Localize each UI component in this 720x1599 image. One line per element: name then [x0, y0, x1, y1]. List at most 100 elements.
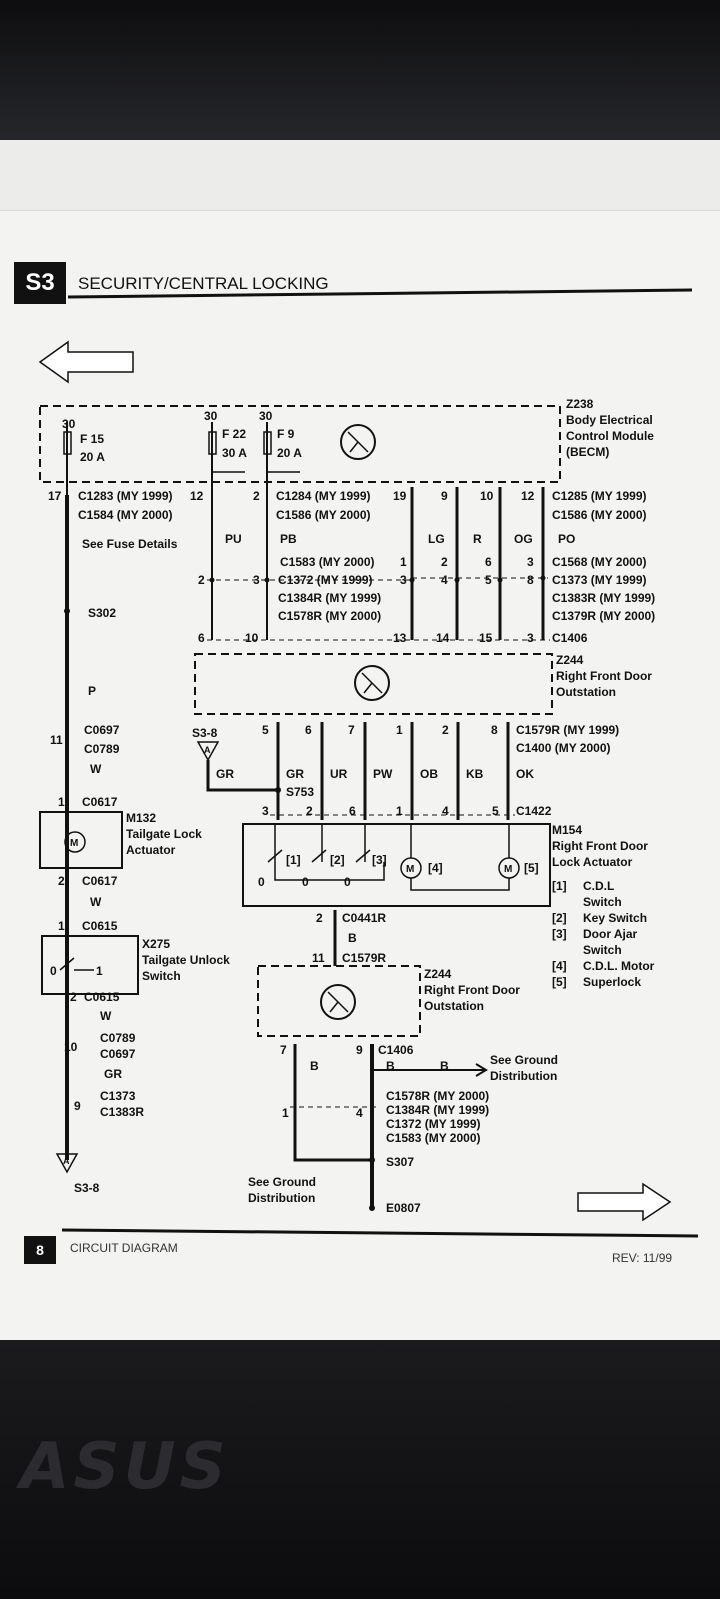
- legend-4-tag: [4]: [552, 959, 567, 973]
- x275-conn-bot: C0615: [84, 990, 120, 1004]
- c1422-pin-5: 5: [492, 804, 499, 818]
- c1579-wire-ob: OB: [420, 767, 438, 781]
- ground-see-2: Distribution: [490, 1069, 557, 1083]
- c1422-pin-3: 3: [262, 804, 269, 818]
- fuse-f15-rating: 20 A: [80, 450, 105, 464]
- m154-switch-pos-3: 0: [344, 875, 351, 889]
- z244-bottom-name1: Right Front Door: [424, 983, 520, 997]
- ground-see-1: See Ground: [490, 1053, 558, 1067]
- c1579-pin-7: 7: [348, 723, 355, 737]
- fuse-f15-name: F 15: [80, 432, 104, 446]
- c1579-wire-ok: OK: [516, 767, 534, 781]
- c0697-label: C0697: [84, 723, 120, 737]
- c0789-label: C0789: [84, 742, 120, 756]
- m154-tag-5: [5]: [524, 861, 539, 875]
- z244-top-name2: Outstation: [556, 685, 616, 699]
- s3-8-top-wire: GR: [216, 767, 234, 781]
- c1285-pin-a: 12: [521, 489, 535, 503]
- monitor-bezel-bottom: [0, 1340, 720, 1599]
- footer-rule: [61, 1228, 699, 1238]
- section-title: SECURITY/CENTRAL LOCKING: [78, 274, 329, 293]
- ground-conn-1: C1578R (MY 2000): [386, 1089, 489, 1103]
- ground-pin-a: 1: [282, 1106, 289, 1120]
- page-number: 8: [24, 1236, 56, 1264]
- c1284-label: C1284 (MY 1999): [276, 489, 371, 503]
- monitor-screen: [0, 140, 720, 1340]
- ground-wire-left: B: [310, 1059, 319, 1073]
- inline-right-c1379r: C1379R (MY 2000): [552, 609, 655, 623]
- c1579-wire-pw: PW: [373, 767, 393, 781]
- pin-10-top: 10: [480, 489, 494, 503]
- becm-transistor-icon: [340, 424, 376, 460]
- c0697-bot-label: C0697: [100, 1047, 136, 1061]
- x275-pos1: 1: [96, 964, 103, 978]
- legend-1-tag: [1]: [552, 879, 567, 893]
- m154-motor-4-label: M: [406, 864, 414, 875]
- fuse-f22-pin: 30: [204, 409, 218, 423]
- m132-id: M132: [126, 811, 156, 825]
- wire-po: PO: [558, 532, 575, 546]
- wire-r: R: [473, 532, 482, 546]
- becm-name-line2: Control Module: [566, 429, 654, 443]
- splice-s307-label: S307: [386, 1155, 414, 1169]
- m154-tag-1: [1]: [286, 853, 301, 867]
- m154-tag-2: [2]: [330, 853, 345, 867]
- c1285-label: C1285 (MY 1999): [552, 489, 647, 503]
- m132-motor-icon: [64, 831, 86, 853]
- s3-8-bottom-ref: S3-8: [74, 1181, 100, 1195]
- inline-pin-a: 2: [198, 573, 205, 587]
- wire-p-label: P: [88, 684, 96, 698]
- inline-pin-j: 8: [527, 573, 534, 587]
- next-page-arrow[interactable]: [577, 1182, 672, 1222]
- legend-3-text: Door Ajar: [583, 927, 638, 941]
- see-fuse-details: See Fuse Details: [82, 537, 178, 551]
- c1406-pin-3: 3: [527, 631, 534, 645]
- footer-label: CIRCUIT DIAGRAM: [70, 1241, 178, 1255]
- c0441r-wire: B: [348, 931, 357, 945]
- c1579-pin-6: 6: [305, 723, 312, 737]
- m132-conn-bot: C0617: [82, 874, 118, 888]
- pin-9-top: 9: [441, 489, 448, 503]
- c1579r-label: C1579R (MY 1999): [516, 723, 619, 737]
- x275-name2: Switch: [142, 969, 181, 983]
- c0441r-label: C0441R: [342, 911, 386, 925]
- ground-conn-2: C1384R (MY 1999): [386, 1103, 489, 1117]
- c1579-pin-2: 2: [442, 723, 449, 737]
- c1422-pin-1: 1: [396, 804, 403, 818]
- ground-pin-right: 9: [356, 1043, 363, 1057]
- previous-page-arrow[interactable]: [38, 340, 134, 384]
- c1406-pin-15: 15: [479, 631, 493, 645]
- becm-id: Z238: [566, 397, 594, 411]
- wire-lg: LG: [428, 532, 445, 546]
- c1284-pin-a: 2: [253, 489, 260, 503]
- inline-pin-e: 2: [441, 555, 448, 569]
- earth-e0807-label: E0807: [386, 1201, 421, 1215]
- z244-top-name1: Right Front Door: [556, 669, 652, 683]
- splice-s302-label: S302: [88, 606, 116, 620]
- inline-left-c1583: C1583 (MY 2000): [280, 555, 375, 569]
- legend-3-text2: Switch: [583, 943, 622, 957]
- m154-switch-pos-1: 0: [258, 875, 265, 889]
- fuse-f22-rating: 30 A: [222, 446, 247, 460]
- fuse-f9-pin: 30: [259, 409, 273, 423]
- s3-8-top-triangle: [196, 741, 220, 762]
- s3-8-top-letter: A: [204, 745, 211, 755]
- c1373-pin: 9: [74, 1099, 81, 1113]
- c1383r-bot-label: C1383R: [100, 1105, 144, 1119]
- wire-pu: PU: [225, 532, 242, 546]
- c0789-bot-label: C0789: [100, 1031, 136, 1045]
- inline-pin-i: 3: [527, 555, 534, 569]
- section-tag: S3: [14, 262, 66, 304]
- inline-pin-d: 3: [400, 573, 407, 587]
- splice-s753-dot: [275, 787, 281, 793]
- ground-c1406: C1406: [378, 1043, 414, 1057]
- c1422-pin-4: 4: [442, 804, 449, 818]
- c0789-pin: 10: [64, 1040, 78, 1054]
- inline-pin-g: 6: [485, 555, 492, 569]
- x275-box: [41, 935, 139, 995]
- c1406-pin-14: 14: [436, 631, 450, 645]
- m154-motor-5-label: M: [504, 864, 512, 875]
- c1579-wire-kb: KB: [466, 767, 484, 781]
- legend-5-tag: [5]: [552, 975, 567, 989]
- ground-pin-b: 4: [356, 1106, 363, 1120]
